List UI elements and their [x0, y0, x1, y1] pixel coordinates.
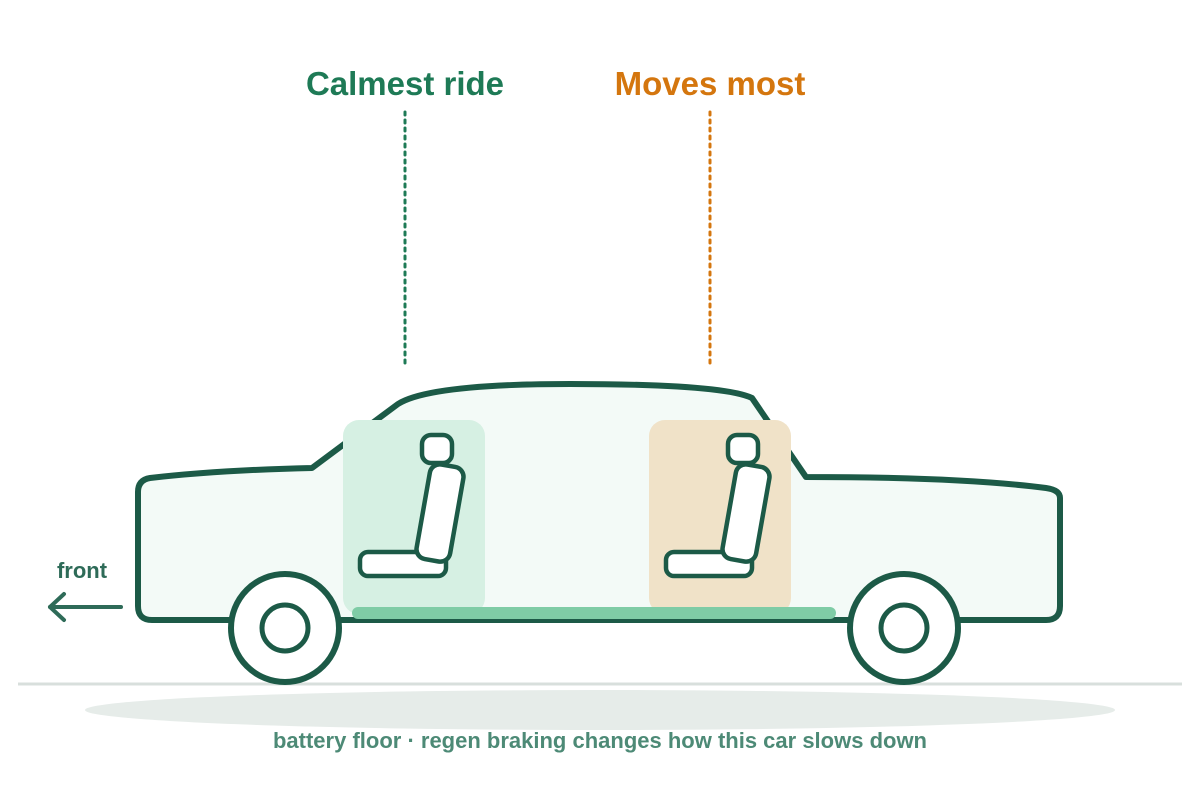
moves-most-heading: Moves most: [615, 65, 806, 102]
battery-floor: [352, 607, 836, 619]
rear-seat-car-seat-icon: [663, 432, 772, 579]
calmest-ride-heading: Calmest ride: [306, 65, 504, 102]
front-seat-car-seat-icon: [357, 432, 466, 579]
caption: battery floor · regen braking changes ho…: [273, 728, 927, 753]
front-wheel: [228, 571, 342, 685]
arrow-left-icon: [48, 592, 123, 622]
front-label: front: [57, 558, 108, 583]
calm-zone: [343, 420, 485, 614]
rear-wheel: [847, 571, 961, 685]
ground-shadow: [85, 690, 1115, 730]
moves-zone: [649, 420, 791, 614]
